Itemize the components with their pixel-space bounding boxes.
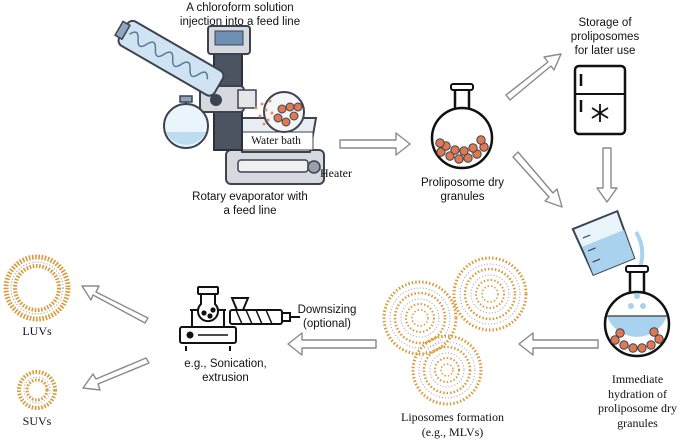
snowflake-icon [591,104,609,122]
proliposome-granules-label: Proliposome dry granules [420,177,505,204]
downsizing-methods-label: e.g., Sonication, extrusion [184,358,267,385]
suvs-label: SUVs [22,414,52,428]
hydration-label: Immediate hydration of proliposome dry g… [598,372,677,430]
arrow-icon [505,53,562,101]
arrow-icon [512,151,563,208]
arrow-icon [82,357,150,391]
downsizing-label: Downsizing (optional) [297,304,357,331]
liposome-formation-label: Liposomes formation (e.g., MLVs) [401,410,504,439]
luvs-label: LUVs [22,324,52,338]
feed-line-injection-label: A chloroform solution injection into a f… [179,2,301,29]
sonicator-icon [179,286,237,351]
arrows [81,53,618,391]
extruder-icon [229,297,300,325]
mlv-icon [382,256,528,406]
rotary-evaporator-icon [114,19,325,185]
round-flask-icon [430,83,494,170]
storage-label: Storage of proliposomes for later use [570,17,640,58]
beaker-pouring-icon [571,209,645,277]
luv-icon [3,254,71,322]
water-bath-label: Water bath [251,135,301,147]
refrigerator-icon [573,64,627,136]
rotary-evaporator-label: Rotary evaporator with a feed line [192,191,308,218]
arrow-icon [339,132,411,156]
arrow-icon [287,332,377,356]
arrow-icon [81,285,149,324]
hydration-flask-icon [603,265,671,358]
arrow-icon [596,147,618,203]
arrow-icon [518,332,599,356]
suv-icon [17,370,57,410]
heater-label: Heater [320,166,352,180]
